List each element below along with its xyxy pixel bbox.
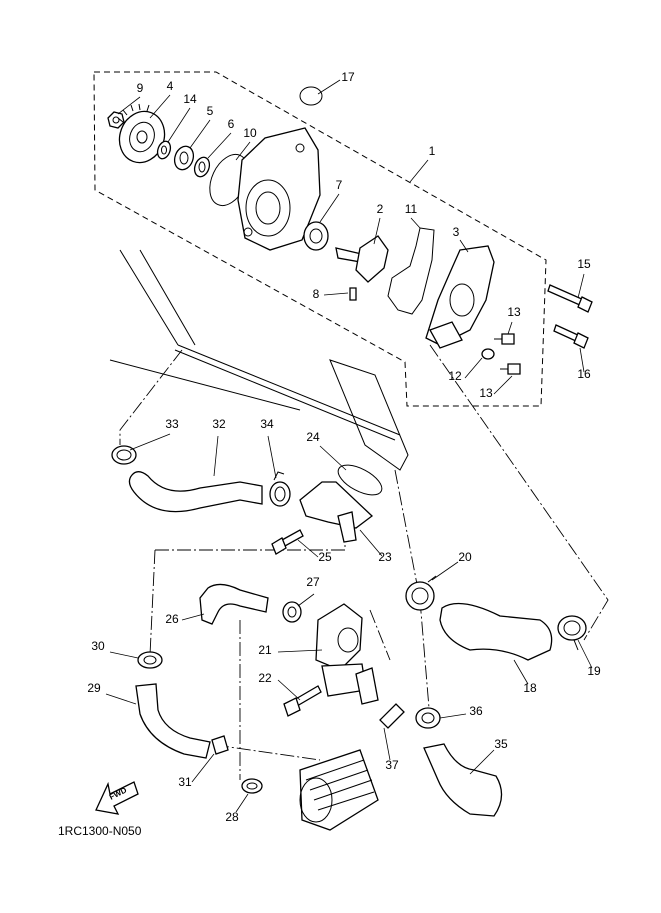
callout-17: 17 — [341, 70, 355, 84]
part-16-bolt — [553, 324, 589, 349]
radiator — [109, 249, 409, 471]
part-28-clamp — [241, 778, 263, 794]
callout-13: 13 — [507, 305, 521, 319]
callout-35: 35 — [494, 737, 508, 751]
callout-12: 12 — [448, 369, 462, 383]
diagram-code: 1RC1300-N050 — [58, 824, 142, 838]
callout-36: 36 — [469, 704, 483, 718]
callout-9: 9 — [137, 81, 144, 95]
callout-3: 3 — [453, 225, 460, 239]
part-15-bolt — [547, 284, 593, 313]
part-18-hose — [439, 602, 553, 661]
callout-22: 22 — [258, 671, 272, 685]
part-17-o-ring — [299, 86, 323, 106]
part-7-seal — [303, 221, 329, 251]
assembly-boundary — [93, 71, 547, 407]
callout-20: 20 — [458, 550, 472, 564]
part-13-bolt-upper — [494, 333, 515, 345]
part-2-impeller — [335, 235, 389, 283]
callout-29: 29 — [87, 681, 101, 695]
part-19-clamp — [557, 615, 587, 651]
thermostat-housing — [299, 481, 374, 543]
part-36-clamp — [415, 707, 441, 729]
callout-14: 14 — [183, 92, 197, 106]
part-22-bolt — [283, 685, 322, 717]
part-27-clamp — [282, 601, 302, 623]
pump-housing — [237, 127, 321, 251]
chain-lines — [119, 344, 609, 780]
callout-21: 21 — [258, 643, 272, 657]
part-37-bracket — [379, 703, 405, 729]
callout-37: 37 — [385, 758, 399, 772]
part-8-pin — [349, 287, 357, 301]
part-25-bolt — [271, 529, 304, 555]
part-34-clamp — [269, 471, 291, 507]
callout-30: 30 — [91, 639, 105, 653]
callout-16: 16 — [577, 367, 591, 381]
callout-25: 25 — [318, 550, 332, 564]
leader-lines — [105, 79, 593, 813]
callout-15: 15 — [577, 257, 591, 271]
fwd-arrow-icon: FWD — [95, 781, 139, 815]
part-32-hose — [128, 471, 263, 513]
callout-6: 6 — [228, 117, 235, 131]
callout-33: 33 — [165, 417, 179, 431]
part-31-clamp — [211, 735, 229, 755]
part-20-clamp — [405, 575, 437, 611]
callout-26: 26 — [165, 612, 179, 626]
part-30-clamp — [137, 651, 163, 669]
callout-4: 4 — [167, 79, 174, 93]
part-26-hose — [199, 583, 269, 625]
callout-28: 28 — [225, 810, 239, 824]
part-12-washer — [481, 348, 495, 360]
callout-27: 27 — [306, 575, 320, 589]
callout-24: 24 — [306, 430, 320, 444]
callout-34: 34 — [260, 417, 274, 431]
callout-18: 18 — [523, 681, 537, 695]
callout-8: 8 — [313, 287, 320, 301]
part-5-bearing — [173, 145, 195, 171]
callout-5: 5 — [207, 104, 214, 118]
callout-2: 2 — [377, 202, 384, 216]
callout-19: 19 — [587, 664, 601, 678]
callout-31: 31 — [178, 775, 192, 789]
part-13-bolt-lower — [500, 363, 521, 375]
part-35-hose — [423, 743, 503, 817]
part-29-hose — [135, 683, 211, 759]
part-3-cover — [425, 245, 495, 349]
callout-1: 1 — [429, 144, 436, 158]
callout-11: 11 — [405, 202, 418, 216]
part-33-clamp — [111, 445, 137, 465]
part-24-o-ring — [337, 464, 383, 496]
callout-7: 7 — [336, 178, 343, 192]
callout-23: 23 — [378, 550, 392, 564]
part-14-washer — [156, 140, 172, 160]
part-9-nut — [107, 111, 125, 129]
part-11-gasket — [387, 227, 435, 315]
callout-32: 32 — [212, 417, 226, 431]
callout-labels: 1234567891011121313141516171819202122232… — [87, 70, 601, 824]
cylinder-fins — [299, 749, 379, 831]
callout-10: 10 — [243, 126, 257, 140]
callout-13: 13 — [479, 386, 493, 400]
part-21-thermostat — [315, 603, 379, 705]
part-6-seal — [193, 156, 211, 178]
